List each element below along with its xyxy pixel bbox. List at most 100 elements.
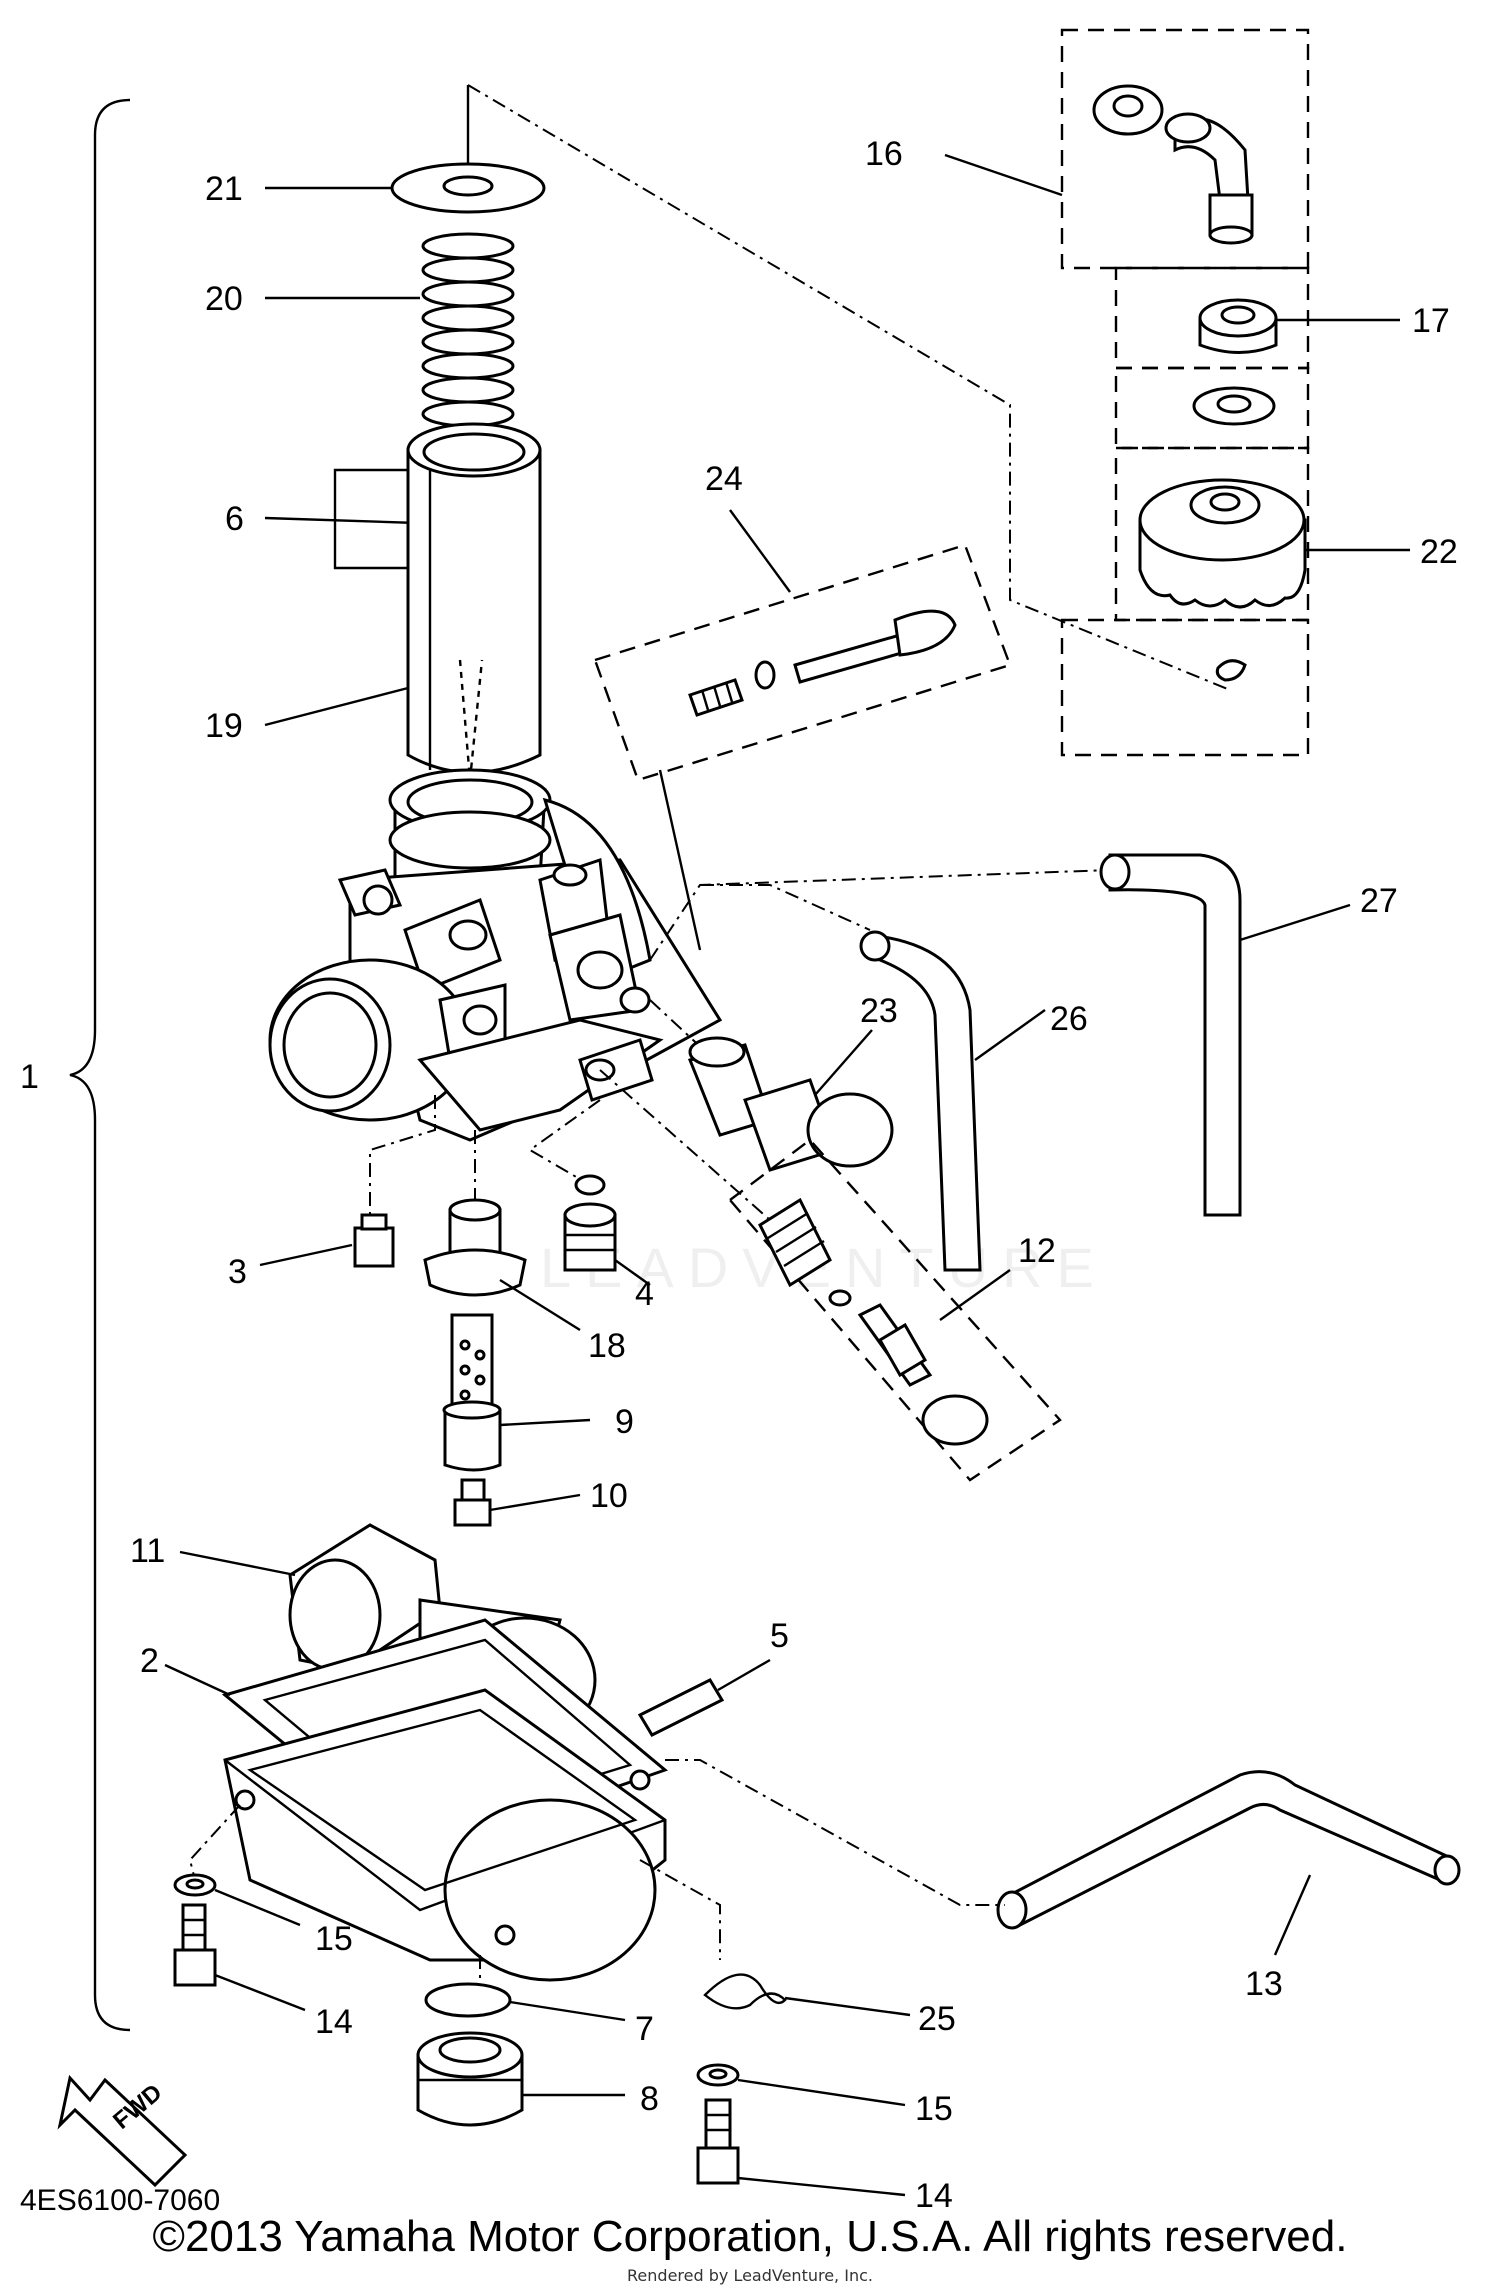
callout-20: 20 — [205, 280, 243, 318]
part-10-main-jet — [453, 1478, 492, 1527]
leader-13-link — [665, 1759, 1005, 1906]
leader-26 — [700, 884, 871, 931]
leader-18-label — [499, 1278, 581, 1332]
part-20-spring — [421, 232, 515, 428]
callout-7: 7 — [635, 2010, 654, 2048]
part-8-drain-plug — [416, 2031, 524, 2127]
callout-27: 27 — [1360, 882, 1398, 920]
part-7-oring — [424, 1982, 512, 2018]
leader-11 — [179, 1550, 296, 1577]
leader-14a — [214, 1973, 306, 2012]
leader-25 — [784, 1996, 911, 2017]
part-float-chamber — [223, 1688, 667, 1982]
callout-24: 24 — [705, 460, 743, 498]
callout-4: 4 — [635, 1275, 654, 1313]
callout-12: 12 — [1018, 1232, 1056, 1270]
group-12-box — [728, 1138, 1062, 1482]
callout-10: 10 — [590, 1477, 628, 1515]
callout-15a: 15 — [315, 1920, 353, 1958]
callout-18: 18 — [588, 1327, 626, 1365]
fwd-arrow-icon: FWD — [57, 2074, 188, 2188]
leader-3 — [369, 1095, 436, 1215]
leader-4-label — [614, 1259, 651, 1286]
leader-13 — [1273, 1874, 1312, 1956]
leader-2 — [164, 1663, 231, 1697]
leader-10 — [489, 1493, 581, 1512]
callout-17: 17 — [1412, 302, 1450, 340]
assembly-brace — [69, 98, 131, 2032]
leader-5 — [717, 1658, 771, 1692]
callout-1: 1 — [20, 1058, 39, 1096]
callout-23: 23 — [860, 992, 898, 1030]
leader-24 — [729, 509, 791, 593]
callout-8: 8 — [640, 2080, 659, 2118]
part-24-pilot-screw — [688, 609, 957, 717]
leader-12 — [939, 1269, 1011, 1321]
part-1-carburetor-body — [268, 768, 723, 1142]
callout-9: 9 — [615, 1403, 634, 1441]
leader-26-label — [974, 1009, 1046, 1061]
part-19-throttle-valve — [406, 422, 542, 781]
part-21-washer — [390, 162, 546, 214]
leader-6-bracket — [333, 468, 458, 570]
callout-22: 22 — [1420, 533, 1458, 571]
copyright-notice: ©2013 Yamaha Motor Corporation, U.S.A. A… — [152, 2212, 1348, 2261]
part-23-starter-plunger — [687, 1036, 894, 1172]
callout-19: 19 — [205, 707, 243, 745]
part-15-washer-left — [173, 1873, 217, 1897]
leader-27 — [1239, 903, 1351, 942]
part-4-jet — [563, 1174, 617, 1272]
group-washer-box — [1114, 366, 1310, 450]
part-17-cap — [1198, 298, 1278, 354]
callout-25: 25 — [918, 2000, 956, 2038]
leader-19 — [264, 686, 409, 727]
part-12-stop-screw — [758, 1197, 989, 1446]
leader-3-label — [259, 1243, 353, 1267]
group-17-box — [1114, 266, 1310, 370]
callout-26: 26 — [1050, 1000, 1088, 1038]
rendered-by-credit: Rendered by LeadVenture, Inc. — [627, 2266, 873, 2285]
group-clip-box — [1060, 618, 1310, 757]
part-22-chamber-top — [1138, 478, 1307, 609]
callout-6: 6 — [225, 500, 244, 538]
part-14-screw-left — [173, 1903, 217, 1987]
leader-9 — [499, 1418, 591, 1427]
callout-14b: 14 — [915, 2177, 953, 2215]
part-26-hose — [859, 930, 982, 1272]
leader-24-link — [658, 769, 702, 951]
leader-7 — [509, 2000, 626, 2022]
part-13-drain-hose — [996, 1770, 1461, 1930]
leader-15a-link — [188, 1804, 241, 1881]
group-16-box — [1060, 28, 1310, 270]
part-washer — [1192, 386, 1276, 426]
callout-21: 21 — [205, 170, 243, 208]
callout-13: 13 — [1245, 1965, 1283, 2003]
callout-3: 3 — [228, 1253, 247, 1291]
leader-25-link — [639, 1859, 721, 1960]
leader-15b — [737, 2078, 906, 2107]
part-18-needle-jet — [423, 1198, 527, 1297]
leader-15a — [214, 1888, 301, 1927]
callout-14a: 14 — [315, 2003, 353, 2041]
leader-16 — [944, 153, 1063, 197]
part-25-clip — [703, 1973, 787, 2010]
leader-throttle-cable — [467, 84, 1231, 691]
part-5-float-pin — [637, 1678, 725, 1737]
callout-15b: 15 — [915, 2090, 953, 2128]
callout-16: 16 — [865, 135, 903, 173]
part-27-hose — [1099, 853, 1242, 1217]
part-16-elbow-fitting — [1092, 84, 1254, 245]
callout-11: 11 — [130, 1532, 165, 1570]
diagram-code: 4ES6100-7060 — [20, 2184, 220, 2217]
callout-2: 2 — [140, 1642, 159, 1680]
part-14-screw-right — [696, 2098, 740, 2185]
leader-14b — [737, 2176, 906, 2197]
leader-23-label — [814, 1029, 873, 1096]
callout-5: 5 — [770, 1617, 789, 1655]
group-24-box — [593, 543, 1012, 782]
part-9-main-nozzle — [442, 1313, 502, 1472]
part-3-pilot-jet — [353, 1213, 395, 1268]
part-clip — [1215, 659, 1247, 682]
part-15-washer-right — [696, 2063, 740, 2087]
